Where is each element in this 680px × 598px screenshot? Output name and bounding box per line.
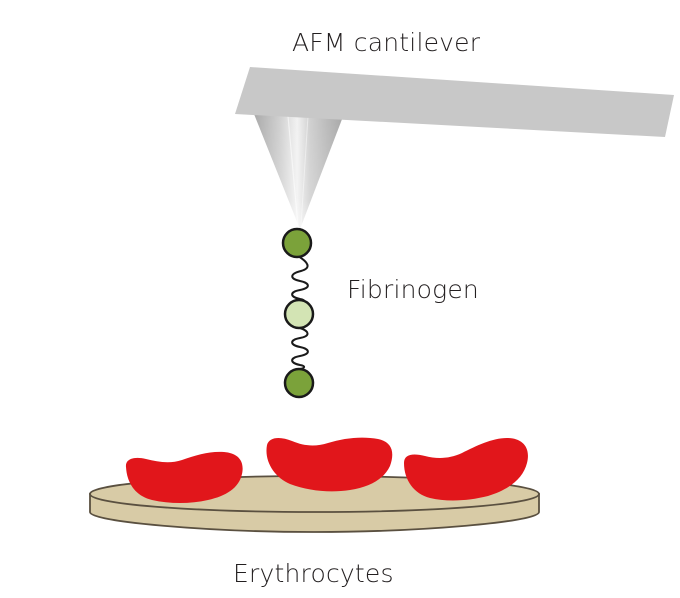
erythrocytes: [125, 437, 528, 503]
erythrocyte-cell: [266, 437, 393, 492]
erythrocyte-cell: [404, 438, 528, 501]
afm-tip: [254, 114, 344, 229]
erythrocytes-label: Erythrocytes: [233, 559, 394, 588]
fibrinogen-end-domain-top: [281, 227, 313, 259]
erythrocyte-cell: [125, 451, 243, 503]
fibrinogen-central-domain: [283, 298, 315, 330]
coiled-linker-upper: [291, 255, 309, 304]
fibrinogen-end-domain-bottom: [283, 367, 315, 399]
fibrinogen-label: Fibrinogen: [347, 275, 479, 304]
coiled-linker-lower: [291, 327, 309, 370]
cantilever-label: AFM cantilever: [292, 28, 481, 57]
afm-cantilever-beam: [235, 67, 674, 137]
fibrinogen-molecule: [281, 227, 315, 399]
